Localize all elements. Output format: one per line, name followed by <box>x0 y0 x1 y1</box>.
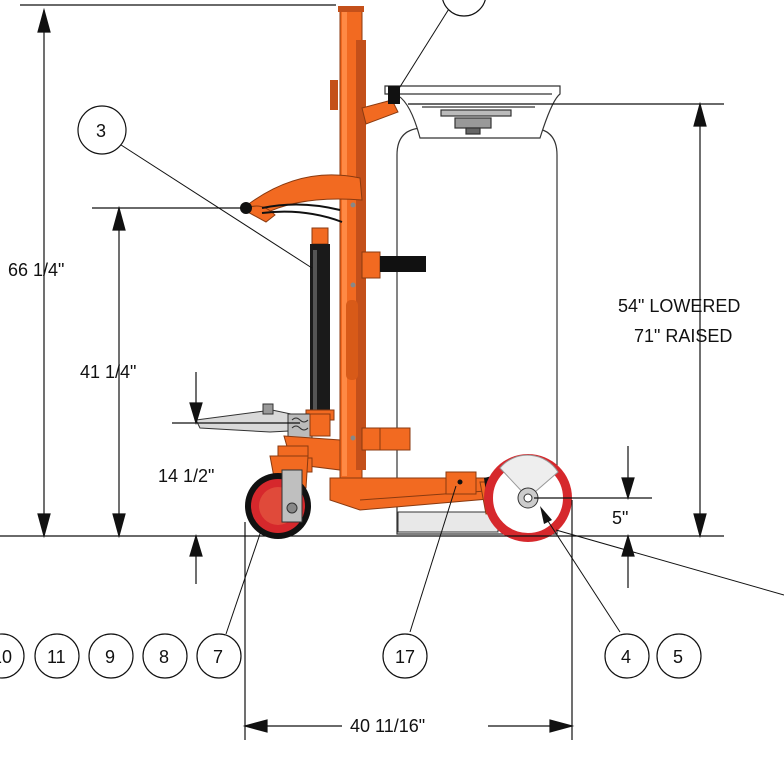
leader-lines <box>117 3 784 635</box>
balloon-11: 11 <box>47 647 66 667</box>
pedal-height-label: 14 1/2" <box>158 466 214 486</box>
overall-length-label: 40 11/16" <box>350 716 425 736</box>
balloon-3: 3 <box>96 121 106 141</box>
balloon-4: 4 <box>621 647 631 667</box>
caster-wheel <box>245 445 311 539</box>
balloon-9: 9 <box>105 647 115 667</box>
balloon-8: 8 <box>159 647 169 667</box>
hydraulic-cylinder <box>305 227 335 421</box>
handle <box>240 174 363 223</box>
foot-pedal <box>195 403 331 439</box>
balloon-7: 7 <box>213 647 223 667</box>
rear-wheel <box>484 454 572 542</box>
balloon-10: 10 <box>0 647 12 667</box>
dimension-lines <box>20 4 724 740</box>
balloon-17: 17 <box>395 647 415 667</box>
mast-brackets <box>361 251 426 451</box>
upper-bracket <box>361 86 400 125</box>
mast <box>330 6 366 479</box>
overall-height-label: 66 1/4" <box>8 260 64 280</box>
balloon-numbers: 3 10 11 9 8 7 17 4 5 <box>0 121 683 667</box>
ground-clearance-label: 5" <box>612 508 628 528</box>
drum-lowered-label: 54" LOWERED <box>618 296 740 316</box>
handle-height-label: 41 1/4" <box>80 362 136 382</box>
dimension-labels: 66 1/4" 41 1/4" 14 1/2" 54" LOWERED 71" … <box>8 260 740 736</box>
drum-raised-label: 71" RAISED <box>634 326 732 346</box>
balloon-5: 5 <box>673 647 683 667</box>
balloons <box>0 0 702 679</box>
